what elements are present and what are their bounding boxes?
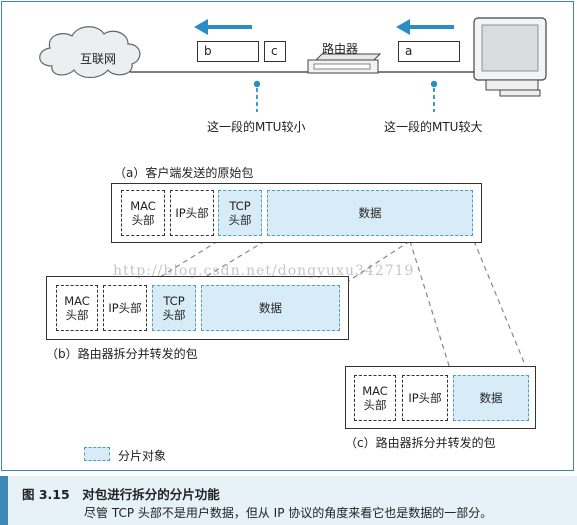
header-text: 头部 (65, 308, 89, 322)
packet-c-title: （c）路由器拆分并转发的包 (345, 436, 496, 450)
legend-label: 分片对象 (118, 449, 167, 463)
mac-text: MAC (64, 294, 90, 308)
caption-note: 尽管 TCP 头部不是用户数据，但从 IP 协议的角度来看它也是数据的一部分。 (84, 506, 493, 520)
ip-header-text: IP头部 (108, 301, 142, 315)
mac-text: MAC (130, 199, 156, 213)
figure-drawing (39, 17, 547, 373)
header-text: 头部 (162, 308, 186, 322)
mtu-small-marker (253, 80, 261, 112)
mtu-large-label: 这一段的MTU较大 (384, 120, 483, 134)
internet-label: 互联网 (80, 52, 117, 66)
mac-text: MAC (362, 384, 388, 398)
router-icon (307, 53, 382, 74)
packet-a-data: 数据 (267, 190, 473, 236)
mtu-small-label: 这一段的MTU较小 (207, 120, 306, 134)
packet-c-ip-header: IP头部 (402, 375, 448, 421)
packet-b-letter: b (204, 44, 212, 58)
packet-a-title: （a）客户端发送的原始包 (114, 166, 254, 180)
mtu-large-marker (430, 80, 438, 112)
internet-cloud-icon (39, 26, 141, 79)
tcp-text: TCP (229, 199, 251, 213)
packet-a-ip-header: IP头部 (170, 190, 214, 236)
watermark: http://blog.csdn.net/dongyuxu342719 (113, 263, 415, 279)
packet-b-title: （b）路由器拆分并转发的包 (46, 347, 198, 361)
arrow-left-icon-1 (194, 19, 252, 35)
data-text: 数据 (358, 206, 382, 220)
data-text: 数据 (259, 301, 282, 315)
caption-title: 图 3.15 对包进行拆分的分片功能 (22, 487, 220, 502)
router-label: 路由器 (322, 42, 359, 56)
header-text: 头部 (228, 213, 252, 227)
packet-b-data: 数据 (201, 285, 340, 331)
tcp-text: TCP (163, 294, 185, 308)
arrow-left-icon-2 (396, 19, 454, 35)
caption-accent-bar (0, 476, 8, 525)
packet-c-letter: c (271, 44, 278, 58)
data-text: 数据 (479, 391, 503, 405)
ip-header-text: IP头部 (408, 391, 442, 405)
computer-icon (473, 17, 547, 97)
packet-c-icon: c (264, 41, 286, 62)
packet-b-ip-header: IP头部 (103, 285, 147, 331)
packet-b-icon: b (197, 41, 259, 62)
legend-swatch (84, 447, 110, 461)
caption-panel: 图 3.15 对包进行拆分的分片功能 尽管 TCP 头部不是用户数据，但从 IP… (0, 476, 577, 525)
packet-a-letter: a (405, 44, 413, 58)
header-text: 头部 (131, 213, 155, 227)
packet-c-data: 数据 (453, 375, 529, 421)
ip-header-text: IP头部 (175, 206, 209, 220)
packet-a-icon: a (398, 41, 460, 62)
fragment-guides (151, 240, 529, 373)
header-text: 头部 (363, 398, 387, 412)
